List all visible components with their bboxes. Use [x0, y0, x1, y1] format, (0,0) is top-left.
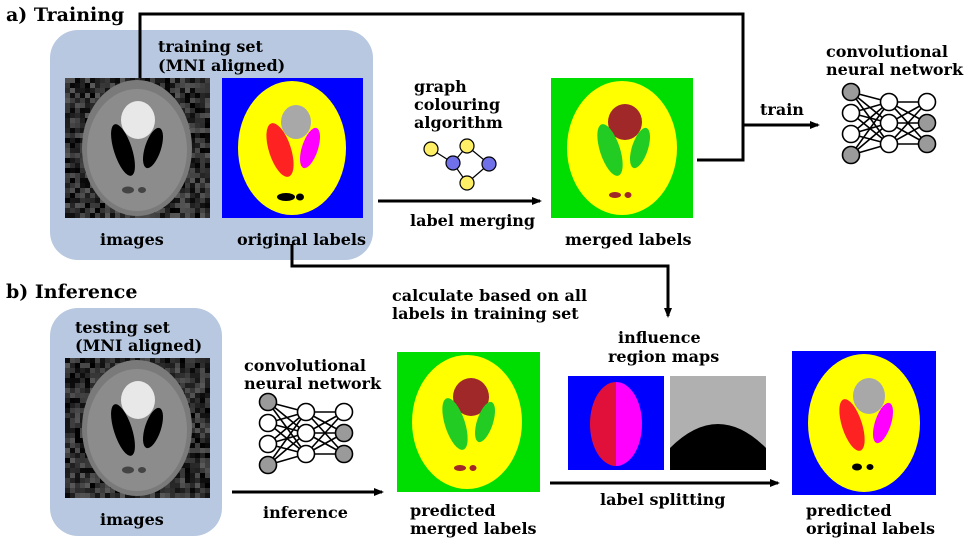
predicted-original-labels-image — [792, 351, 936, 495]
predicted-original-line1: predicted — [806, 501, 892, 520]
training-set-subtitle: (MNI aligned) — [158, 56, 285, 75]
testing-set-title: testing set — [75, 318, 171, 337]
calculate-line1: calculate based on all — [392, 286, 587, 305]
graph-colouring-line2: colouring — [414, 95, 500, 114]
predicted-merged-labels-image — [397, 352, 540, 492]
training-image — [65, 78, 210, 218]
inference-caption: inference — [263, 503, 348, 522]
cnn-training-icon — [841, 82, 937, 165]
section-inference-title: b) Inference — [6, 281, 137, 303]
original-labels-caption: original labels — [237, 230, 366, 249]
predicted-original-line2: original labels — [806, 519, 935, 538]
label-splitting-caption: label splitting — [600, 490, 726, 509]
calculate-arrow — [290, 244, 672, 318]
merged-labels-image — [551, 78, 693, 218]
merged-labels-caption: merged labels — [565, 230, 692, 249]
predicted-merged-line1: predicted — [410, 501, 496, 520]
section-training-title: a) Training — [6, 4, 124, 26]
testing-image — [65, 358, 210, 498]
training-to-train-path — [138, 12, 745, 162]
calculate-line2: labels in training set — [392, 304, 579, 323]
influence-map-left — [568, 376, 664, 470]
train-caption: train — [760, 100, 804, 119]
cnn-inference-icon — [258, 392, 354, 475]
testing-set-subtitle: (MNI aligned) — [75, 336, 202, 355]
training-images-label: images — [100, 230, 164, 249]
cnn-training-line1: convolutional — [826, 42, 948, 61]
influence-map-right — [670, 376, 766, 470]
graph-colouring-line1: graph — [414, 77, 467, 96]
original-labels-image — [222, 78, 363, 218]
training-set-title: training set — [158, 37, 264, 56]
graph-colouring-icon — [423, 138, 497, 191]
cnn-inference-line1: convolutional — [244, 356, 366, 375]
testing-images-label: images — [100, 510, 164, 529]
graph-colouring-line3: algorithm — [414, 113, 503, 132]
predicted-merged-line2: merged labels — [410, 519, 537, 538]
influence-maps-line1: influence — [618, 328, 701, 347]
influence-maps-line2: region maps — [608, 347, 719, 366]
label-merging-caption: label merging — [410, 211, 535, 230]
cnn-training-line2: neural network — [826, 60, 964, 79]
cnn-inference-line2: neural network — [244, 374, 382, 393]
